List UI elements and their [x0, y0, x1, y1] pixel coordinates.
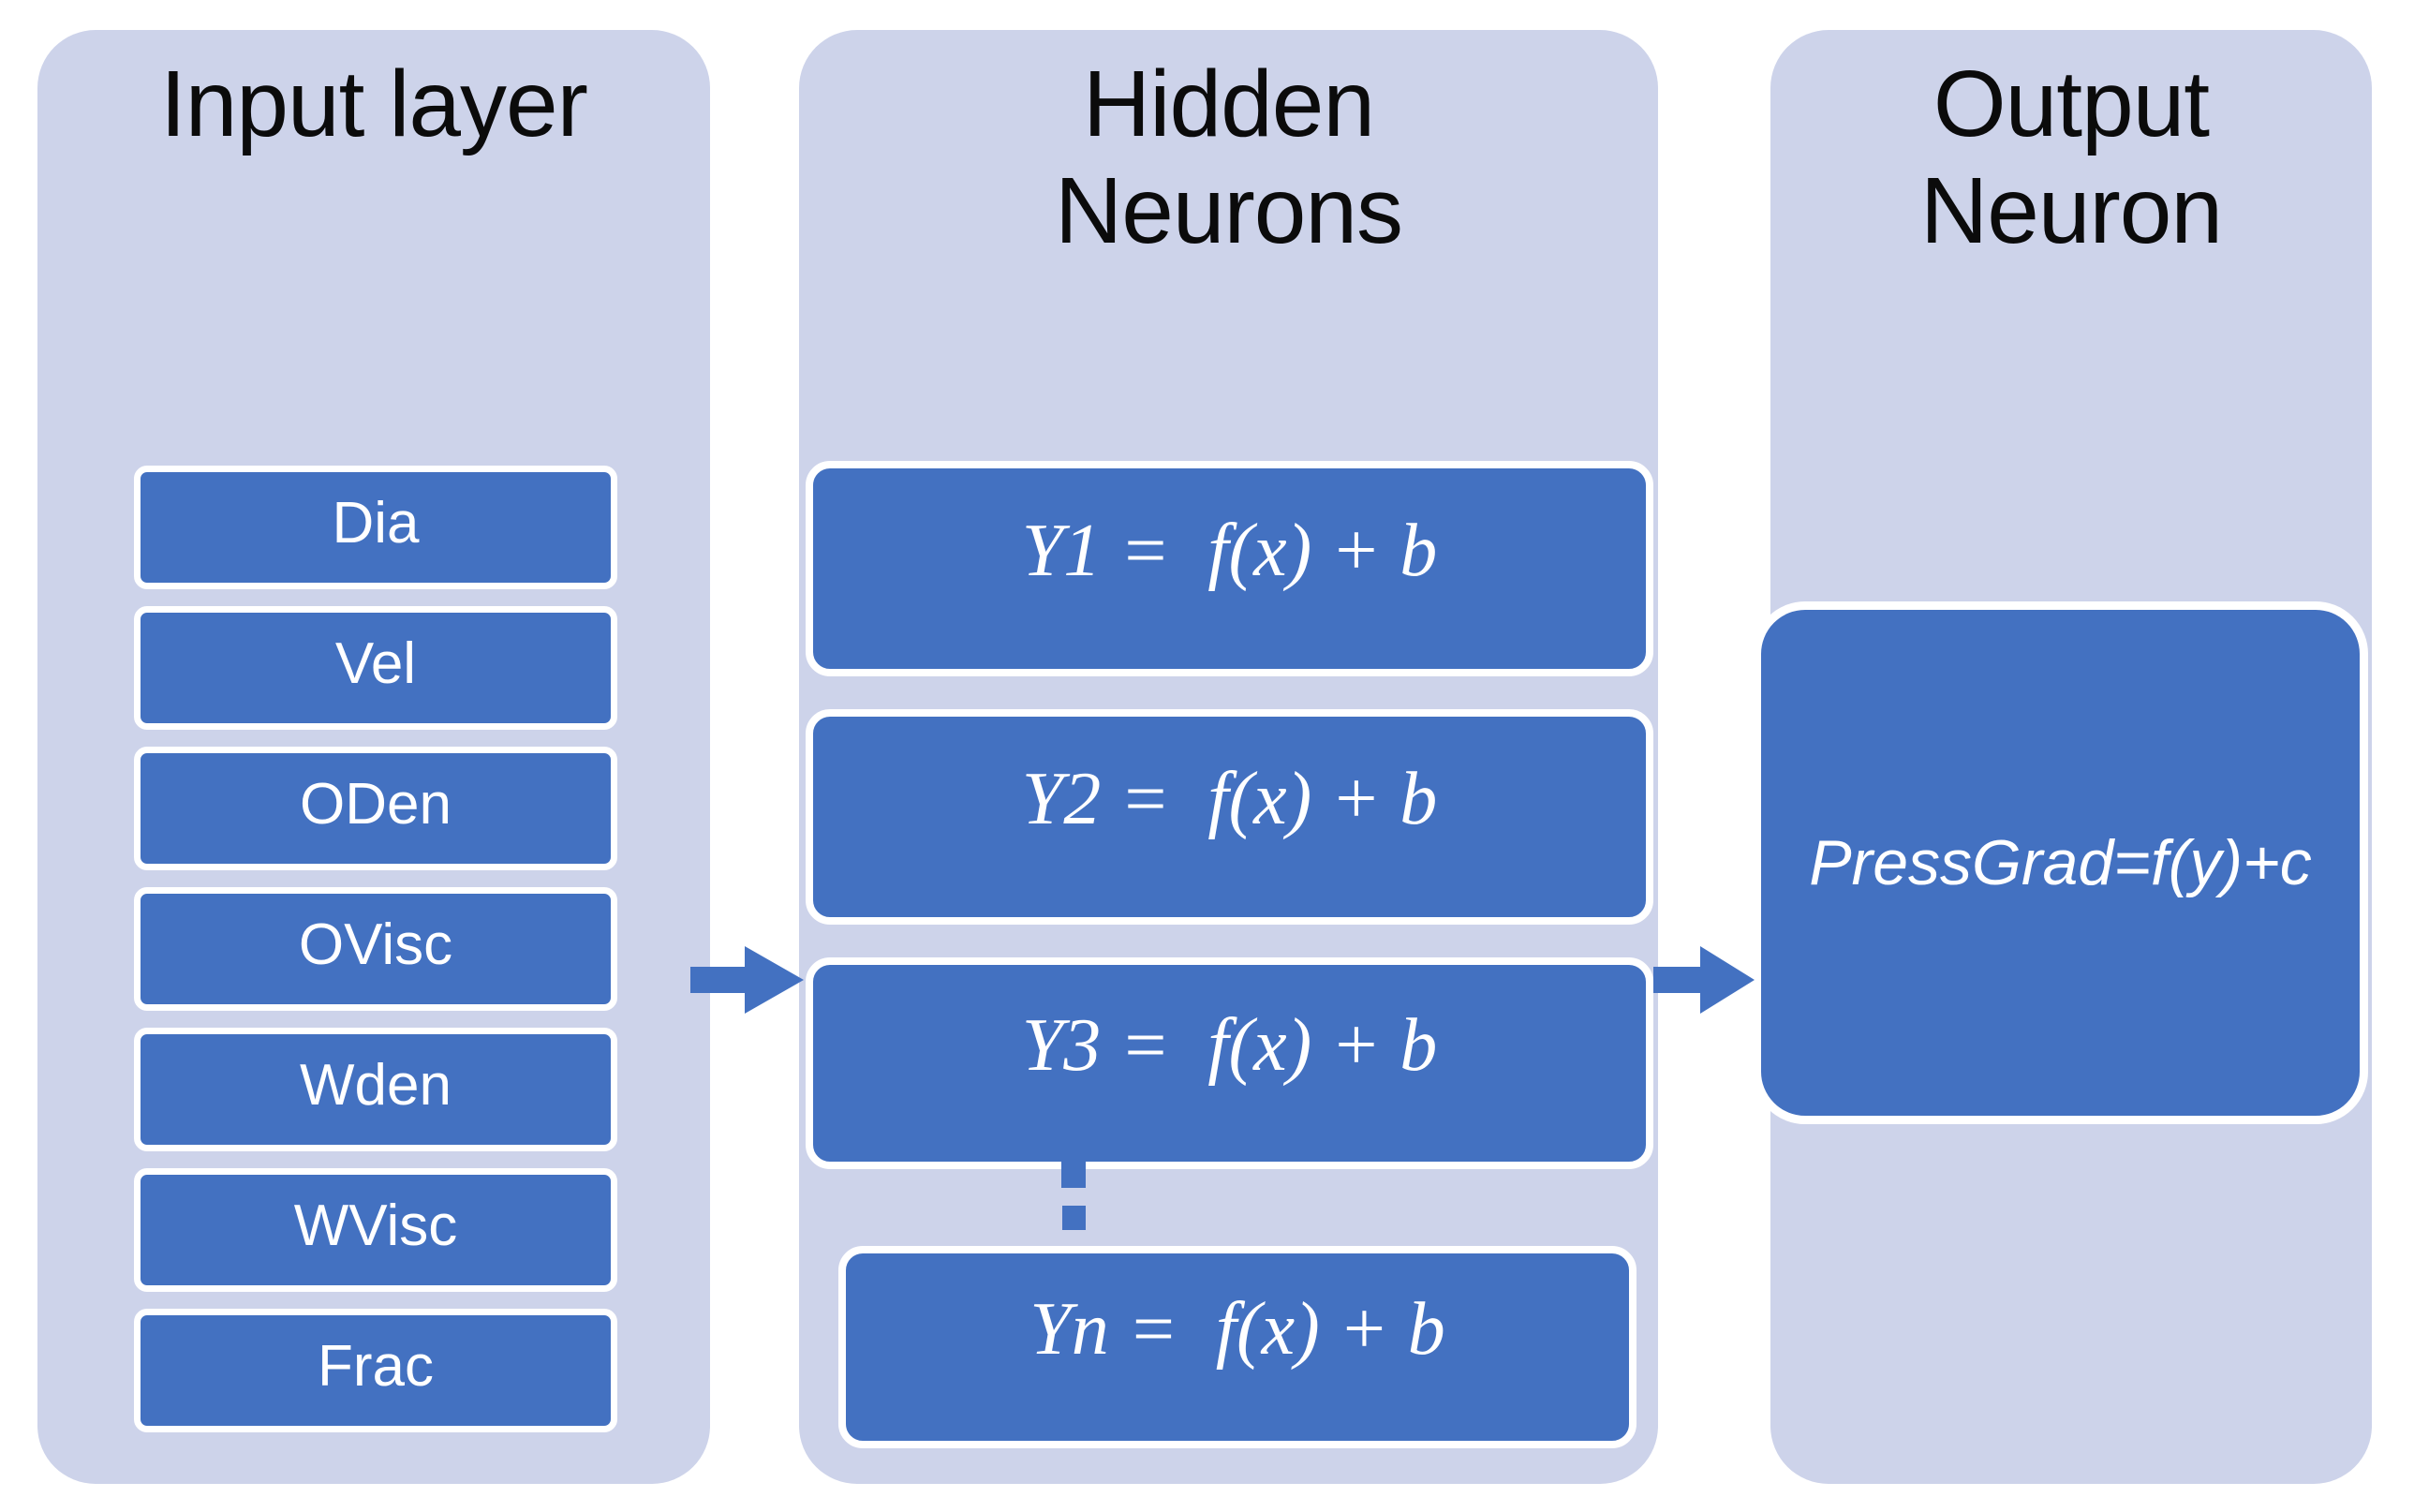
input-node-label: Wden	[300, 1052, 452, 1118]
right-arrow-icon	[1653, 946, 1755, 1014]
vertical-ellipsis-dot-icon	[1061, 1158, 1086, 1188]
arrow-head	[745, 946, 804, 1014]
hidden-node-formula: Y2 = f(x) + b	[1021, 757, 1438, 840]
vertical-ellipsis-dot-icon	[1062, 1206, 1086, 1230]
right-arrow-icon	[690, 946, 804, 1014]
hidden-node-y1: Y1 = f(x) + b	[806, 461, 1653, 676]
input-layer-panel: Input layer Dia Vel ODen OVisc Wden WVis…	[37, 30, 710, 1484]
hidden-node-formula: Yn = f(x) + b	[1029, 1287, 1445, 1371]
input-node-frac: Frac	[134, 1309, 617, 1432]
output-neuron-title: Output Neuron	[1920, 52, 2223, 263]
input-node-wvisc: WVisc	[134, 1168, 617, 1292]
input-node-label: Vel	[334, 630, 417, 696]
input-node-vel: Vel	[134, 606, 617, 730]
hidden-node-yn: Yn = f(x) + b	[838, 1246, 1636, 1448]
arrow-tail	[1653, 967, 1702, 993]
input-node-label: Dia	[332, 490, 420, 556]
output-node-pressgrad: PressGrad=f(y)+c	[1753, 601, 2368, 1124]
output-node-formula: PressGrad=f(y)+c	[1809, 827, 2312, 898]
hidden-node-formula: Y1 = f(x) + b	[1021, 509, 1438, 592]
input-node-label: OVisc	[298, 912, 453, 977]
hidden-node-formula: Y3 = f(x) + b	[1021, 1003, 1438, 1087]
input-node-label: Frac	[318, 1333, 434, 1399]
output-neuron-panel: Output Neuron PressGrad=f(y)+c	[1753, 30, 2372, 1484]
arrow-tail	[690, 967, 747, 993]
input-node-wden: Wden	[134, 1028, 617, 1151]
hidden-node-y2: Y2 = f(x) + b	[806, 709, 1653, 925]
input-node-oden: ODen	[134, 747, 617, 870]
arrow-head	[1700, 946, 1755, 1014]
input-node-dia: Dia	[134, 466, 617, 589]
input-node-ovisc: OVisc	[134, 887, 617, 1011]
input-layer-title: Input layer	[160, 52, 588, 156]
hidden-neurons-title: Hidden Neurons	[1055, 52, 1403, 263]
hidden-neurons-panel: Hidden Neurons Y1 = f(x) + b Y2 = f(x) +…	[799, 30, 1658, 1484]
input-node-label: ODen	[300, 771, 452, 837]
input-node-label: WVisc	[293, 1193, 458, 1258]
hidden-node-y3: Y3 = f(x) + b	[806, 957, 1653, 1169]
